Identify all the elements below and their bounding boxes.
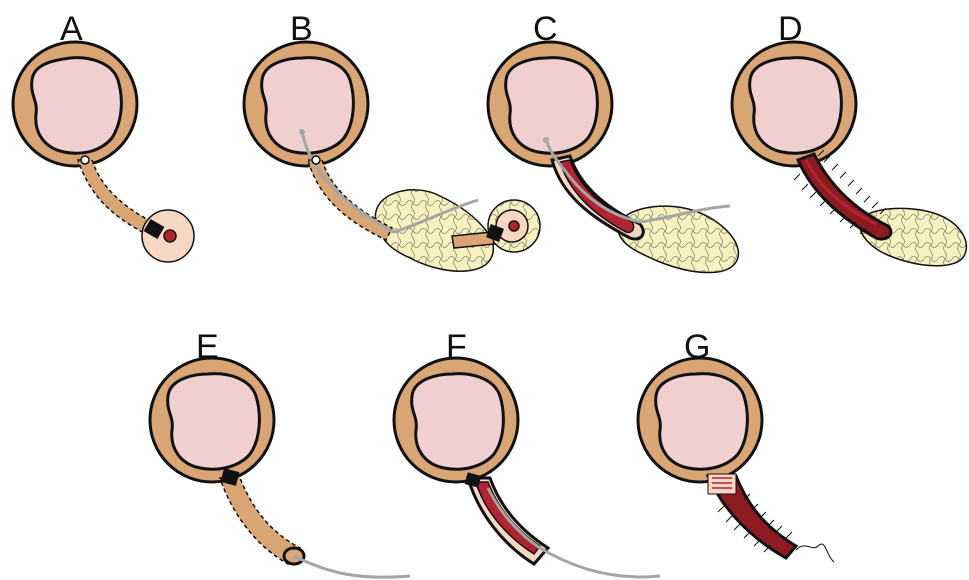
panel-d: D (732, 10, 966, 266)
suture-thread (796, 544, 834, 562)
inner-lumen (168, 374, 260, 470)
anastomosis-patch (708, 474, 736, 494)
panel-a: A (13, 10, 194, 262)
panel-g: G (638, 328, 834, 562)
wire-tip (299, 129, 305, 135)
vessel-end-icon (509, 221, 519, 231)
inner-lumen (656, 374, 748, 470)
panel-e: E (150, 328, 410, 577)
inner-lumen (32, 58, 122, 154)
panel-f: F (394, 328, 660, 577)
inner-lumen (506, 58, 598, 154)
panel-b: B (244, 10, 540, 271)
guide-wire-icon (294, 556, 410, 577)
inner-lumen (412, 374, 504, 470)
opening (312, 156, 320, 164)
vessel-end-icon (164, 230, 176, 242)
opening (81, 156, 89, 164)
inner-lumen (750, 58, 842, 154)
wire-tip (543, 137, 549, 143)
conduit (78, 160, 152, 234)
inner-lumen (262, 58, 354, 154)
